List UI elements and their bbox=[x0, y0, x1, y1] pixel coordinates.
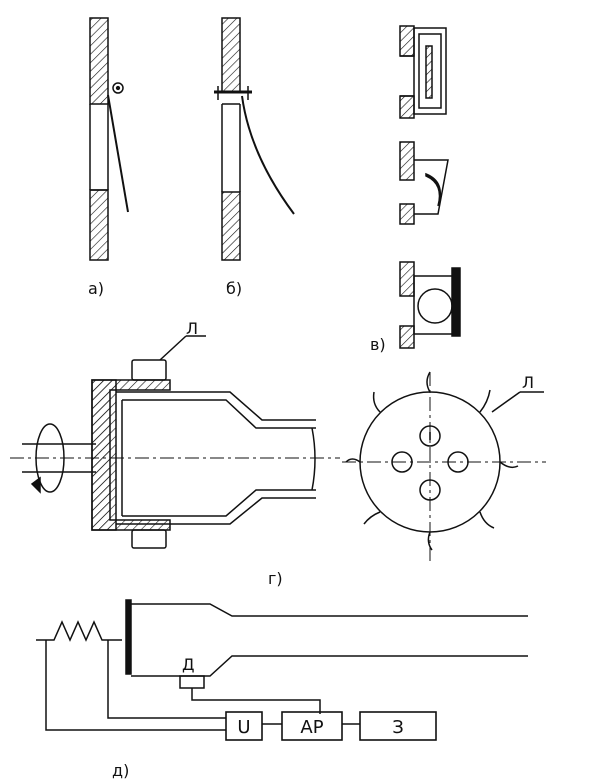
label-D-sensor: Д bbox=[182, 655, 195, 674]
label-v: в) bbox=[370, 335, 386, 354]
panel-g-rotating-drum bbox=[10, 335, 340, 549]
label-b: б) bbox=[226, 279, 242, 298]
label-a: а) bbox=[88, 279, 104, 298]
block-ar-label: АР bbox=[300, 717, 323, 738]
label-L-top: Л bbox=[186, 319, 198, 338]
panel-b-flexible-flap bbox=[214, 17, 295, 261]
drum-end-view bbox=[342, 371, 546, 562]
block-ar: АР bbox=[281, 711, 343, 741]
label-L-right: Л bbox=[522, 373, 534, 392]
block-z: З bbox=[359, 711, 437, 741]
block-z-label: З bbox=[392, 717, 404, 738]
block-u: U bbox=[225, 711, 263, 741]
panel-v-valve-variants bbox=[399, 25, 461, 349]
label-d: д) bbox=[112, 761, 129, 780]
label-g: г) bbox=[268, 569, 283, 588]
block-u-label: U bbox=[237, 717, 250, 738]
panel-a-flap-valve bbox=[89, 17, 129, 261]
panel-d-control-scheme bbox=[36, 599, 528, 731]
